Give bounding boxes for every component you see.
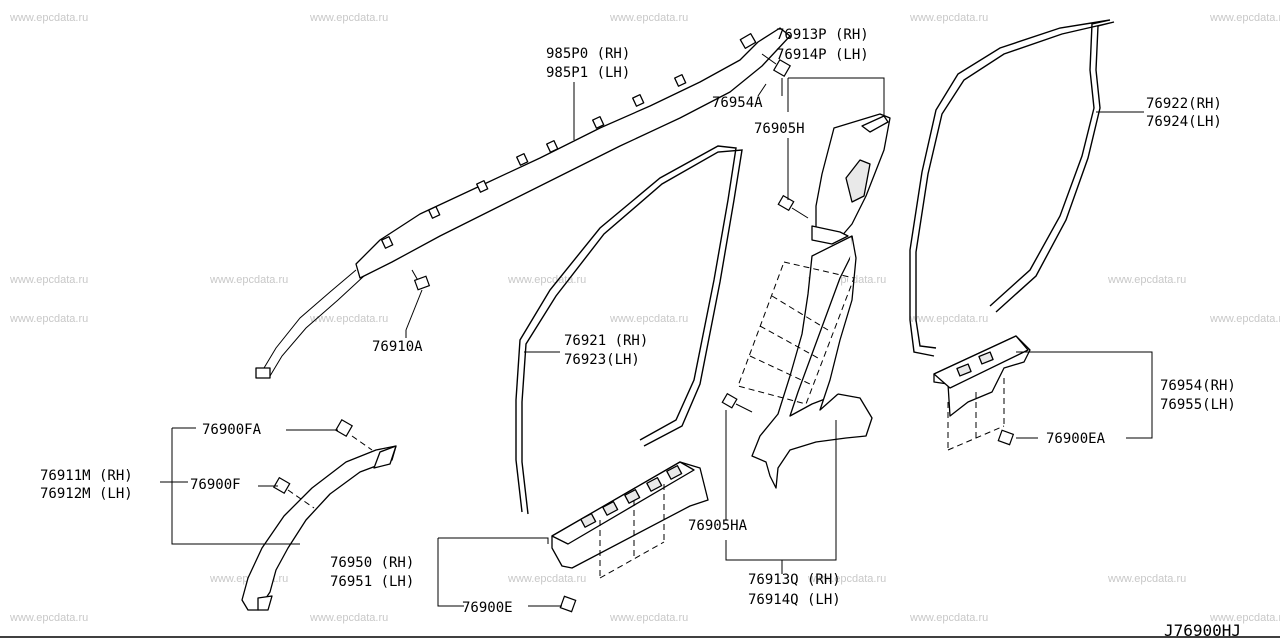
watermark: www.epcdata.ru	[9, 313, 88, 325]
label-76913P: 76913P (RH)	[776, 27, 869, 43]
label-76923: 76923(LH)	[564, 352, 640, 368]
label-985P0: 985P0 (RH)	[546, 46, 630, 62]
watermark: www.epcdata.ru	[9, 12, 88, 24]
label-985P1: 985P1 (LH)	[546, 65, 630, 81]
label-76905HA: 76905HA	[688, 518, 748, 534]
watermark: www.epcdata.ru	[609, 12, 688, 24]
watermark: www.epcdata.ru	[309, 12, 388, 24]
watermark: www.epcdata.ru	[309, 612, 388, 624]
curtain-airbag-rail	[255, 27, 791, 379]
watermark: www.epcdata.ru	[9, 274, 88, 286]
clip-76954A	[761, 53, 792, 96]
airbag-rail-tether	[269, 275, 365, 377]
part-labels: 985P0 (RH) 985P1 (LH) 76913P (RH) 76914P…	[40, 27, 1236, 616]
watermark: www.epcdata.ru	[507, 274, 586, 286]
clip-76900F	[272, 476, 315, 509]
label-76951: 76951 (LH)	[330, 574, 414, 590]
clip-76905HA	[721, 392, 753, 413]
clip-76900EA	[997, 429, 1015, 446]
watermark: www.epcdata.ru	[1209, 612, 1280, 624]
clip-76905H	[777, 194, 809, 219]
leader-lines	[160, 77, 1153, 607]
label-76910A: 76910A	[372, 339, 423, 355]
front-door-weatherstrip	[515, 145, 743, 515]
lower-b-pillar-trim	[751, 235, 873, 489]
label-76924: 76924(LH)	[1146, 114, 1222, 130]
front-kicking-plate	[551, 461, 709, 579]
rear-kicking-plate	[933, 335, 1031, 451]
label-76900E: 76900E	[462, 600, 513, 616]
clip-76900FA	[334, 418, 373, 451]
label-76922: 76922(RH)	[1146, 96, 1222, 112]
bolt-76910A	[405, 269, 431, 331]
watermark: www.epcdata.ru	[9, 612, 88, 624]
rail-clip-tabs	[381, 33, 757, 249]
rear-door-weatherstrip	[909, 19, 1115, 357]
label-76900F: 76900F	[190, 477, 241, 493]
watermark: www.epcdata.ru	[909, 313, 988, 325]
label-76954: 76954(RH)	[1160, 378, 1236, 394]
label-76914P: 76914P (LH)	[776, 47, 869, 63]
watermark: www.epcdata.ru	[609, 313, 688, 325]
watermark: www.epcdata.ru	[807, 573, 886, 585]
watermark: www.epcdata.ru	[609, 612, 688, 624]
label-76921: 76921 (RH)	[564, 333, 648, 349]
airbag-rail-tether	[263, 269, 357, 369]
tether-end-tab	[255, 367, 271, 379]
watermark: www.epcdata.ru	[909, 612, 988, 624]
a-pillar-trim	[241, 445, 397, 611]
label-76955: 76955(LH)	[1160, 397, 1236, 413]
label-76954A: 76954A	[712, 95, 763, 111]
label-76911M: 76911M (RH)	[40, 468, 133, 484]
watermark: www.epcdata.ru	[1209, 12, 1280, 24]
watermark: www.epcdata.ru	[209, 274, 288, 286]
plate-slots	[580, 465, 683, 528]
label-76913Q: 76913Q (RH)	[748, 572, 841, 588]
label-76905H: 76905H	[754, 121, 805, 137]
lower-b-pillar-panel-outline	[737, 261, 855, 405]
label-76950: 76950 (RH)	[330, 555, 414, 571]
watermark: www.epcdata.ru	[1107, 573, 1186, 585]
label-76900EA: 76900EA	[1046, 431, 1106, 447]
watermark: www.epcdata.ru	[1107, 274, 1186, 286]
diagram-code: J76900HJ	[1164, 621, 1241, 640]
label-76914Q: 76914Q (LH)	[748, 592, 841, 608]
airbag-rail-body	[355, 27, 791, 279]
clip-76900E	[559, 595, 577, 613]
watermarks: www.epcdata.ru www.epcdata.ru www.epcdat…	[9, 12, 1280, 624]
watermark: www.epcdata.ru	[1209, 313, 1280, 325]
label-76912M: 76912M (LH)	[40, 486, 133, 502]
upper-b-pillar-trim	[811, 113, 891, 245]
label-76900FA: 76900FA	[202, 422, 262, 438]
watermark: www.epcdata.ru	[909, 12, 988, 24]
watermark: www.epcdata.ru	[309, 313, 388, 325]
watermark: www.epcdata.ru	[507, 573, 586, 585]
